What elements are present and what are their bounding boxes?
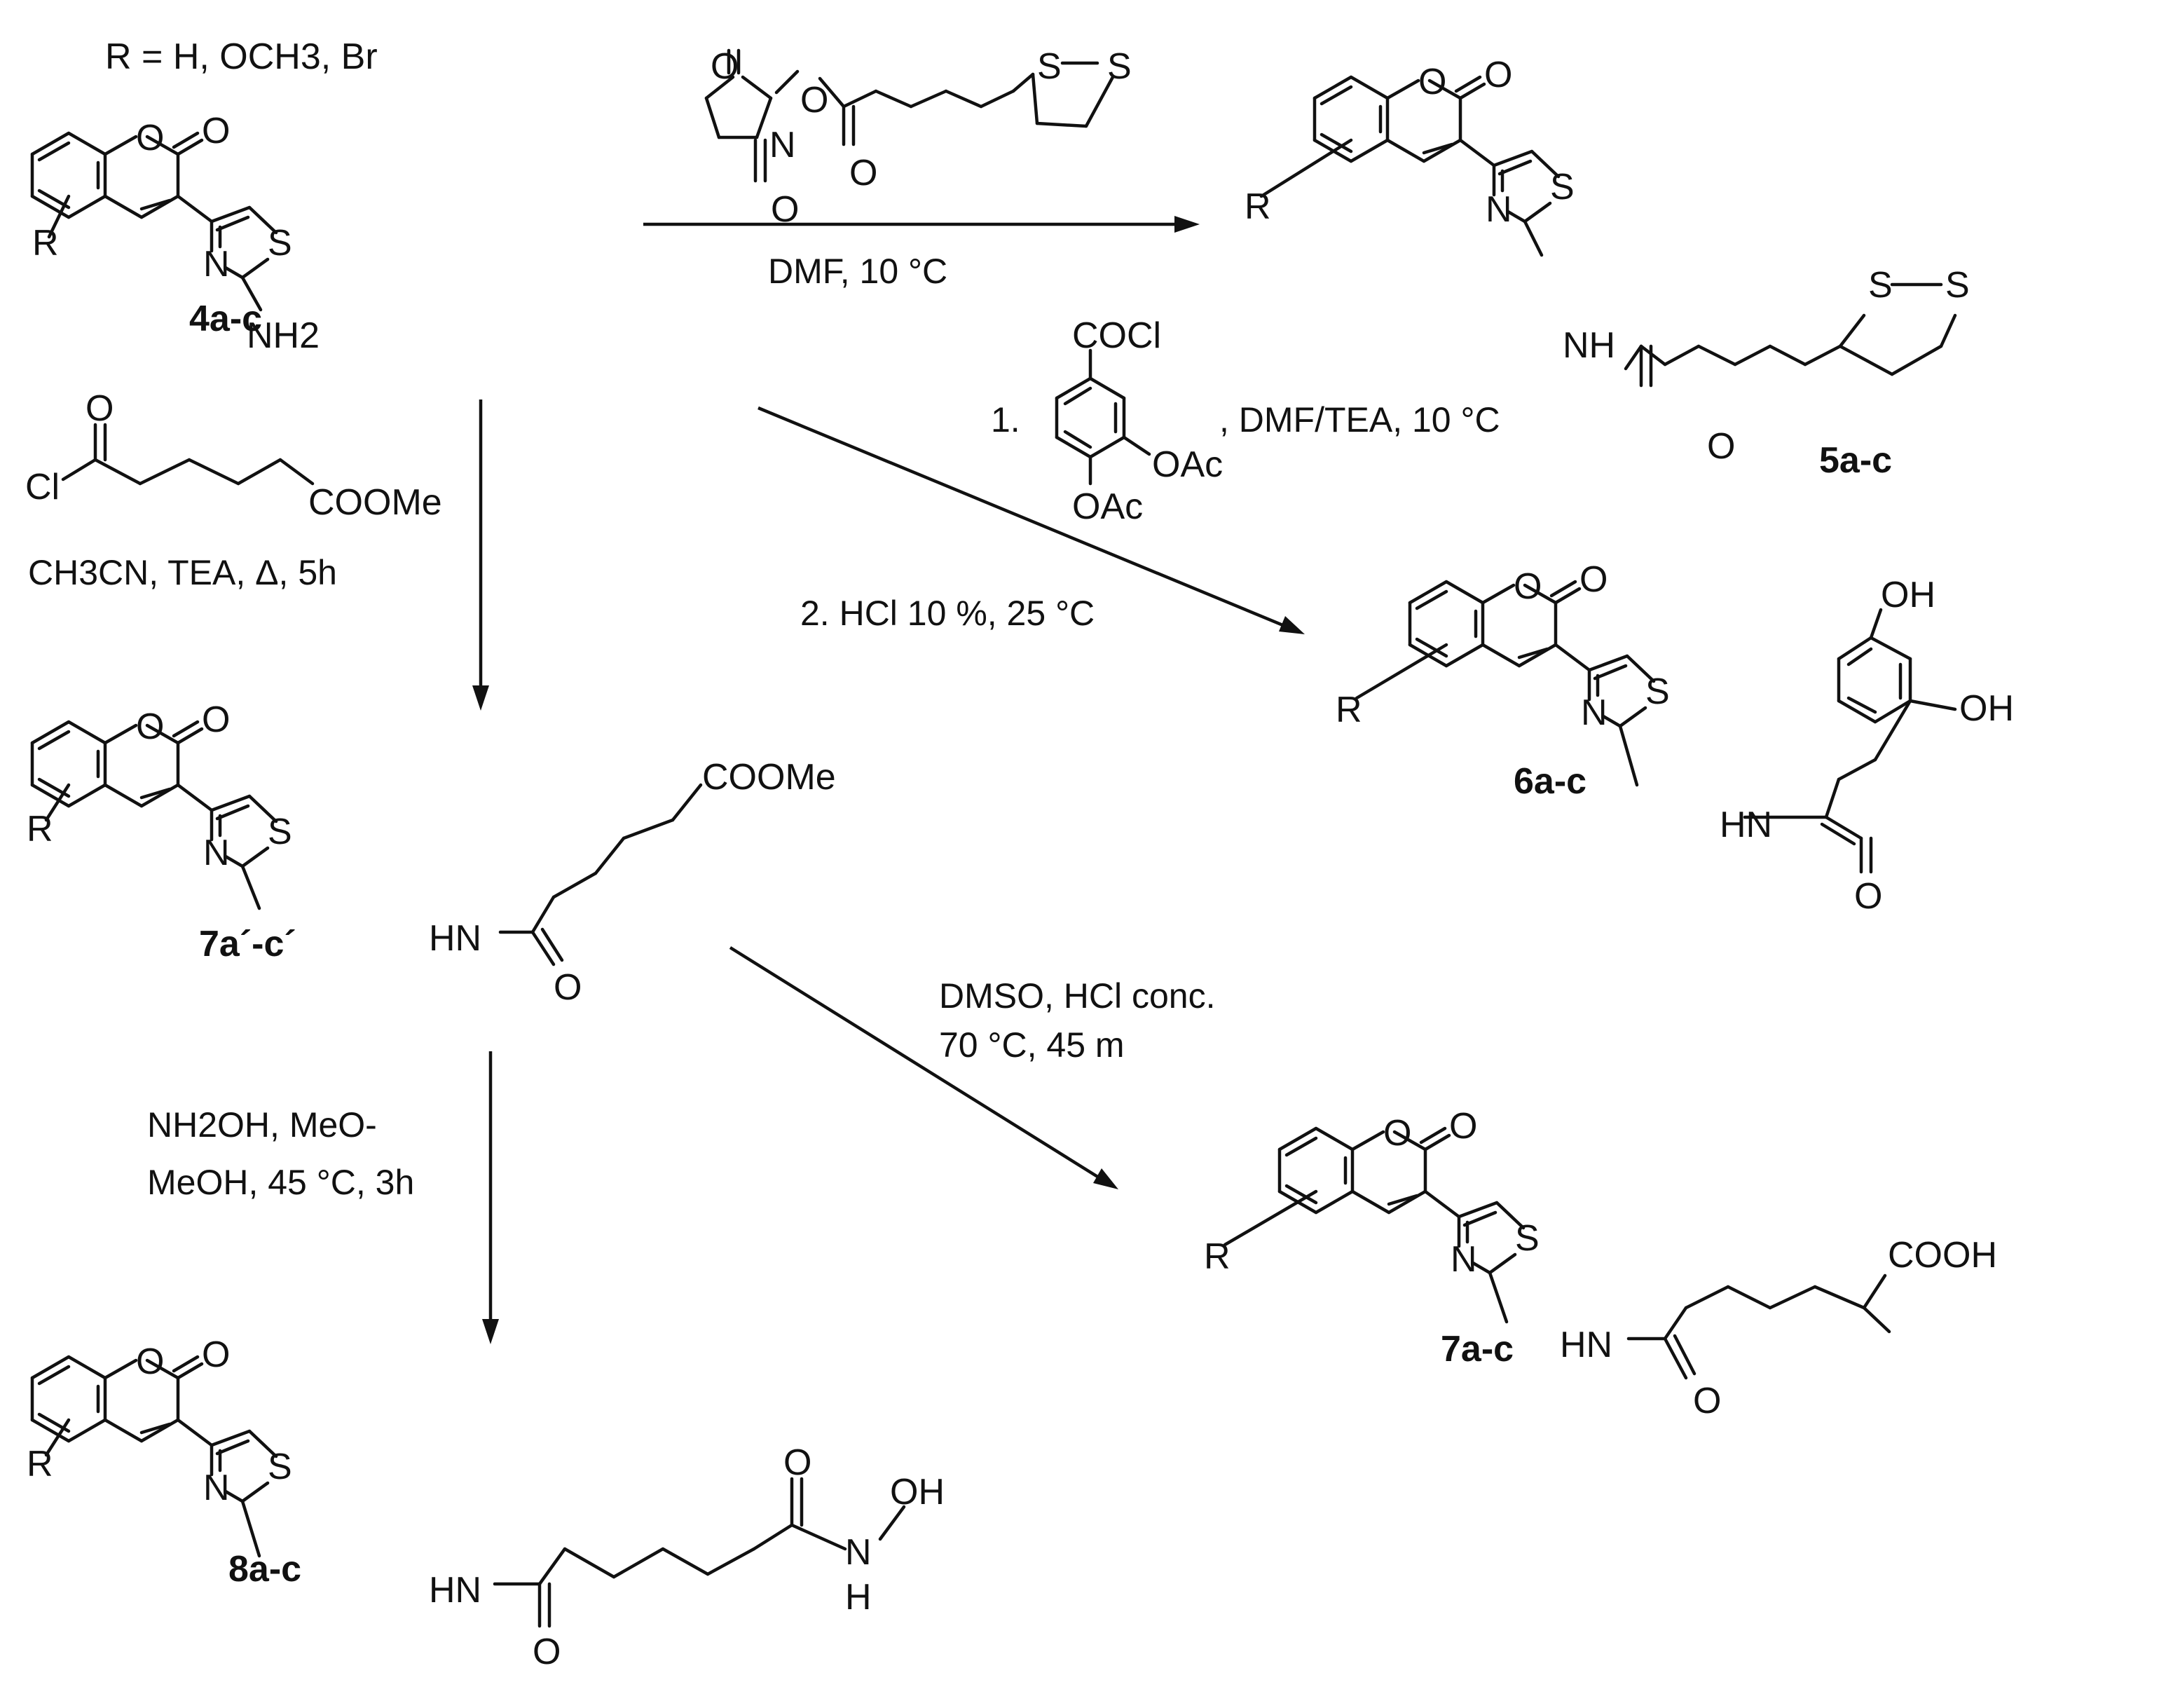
atom-label-n: N (845, 1532, 872, 1573)
atom-label-h: H (845, 1577, 872, 1618)
atom-label-s: S (268, 812, 292, 852)
atom-label-oac: OAc (1072, 486, 1143, 527)
condition-to-7-line1: DMSO, HCl conc. (939, 976, 1216, 1016)
atom-label-o: O (136, 706, 164, 747)
arrow-to-6 (758, 406, 1297, 633)
atom-label-o: O (85, 388, 114, 429)
atom-label-hn: HN (1560, 1325, 1612, 1365)
condition-to-7-line2: 70 °C, 45 m (939, 1025, 1125, 1065)
atom-label-o: O (1484, 55, 1512, 95)
substituents-line: R = H, OCH3, Br (105, 36, 378, 77)
atom-label-oh: OH (890, 1472, 945, 1512)
atom-label-hn: HN (429, 1570, 481, 1611)
atom-label-r: R (1204, 1236, 1231, 1277)
compound-label-6: 6a-c (1514, 761, 1586, 802)
atom-label-r: R (1245, 186, 1271, 227)
arrowhead (1174, 216, 1200, 233)
condition-to-5: DMF, 10 °C (768, 252, 947, 291)
atom-label-n: N (203, 244, 230, 285)
atom-label-o: O (1707, 426, 1735, 467)
atom-label-n: N (203, 833, 230, 873)
atom-label-o: O (554, 967, 582, 1008)
atom-label-o: O (1854, 876, 1882, 917)
atom-label-o: O (136, 118, 164, 158)
atom-label-nh2: NH2 (247, 315, 320, 356)
atom-label-n: N (1581, 692, 1608, 733)
arrowhead (472, 685, 489, 711)
condition-to-7-prime: CH3CN, TEA, Δ, 5h (28, 553, 337, 592)
condition-to-8-line2: MeOH, 45 °C, 3h (147, 1163, 414, 1202)
reagent-methyl-adipoyl-chloride (61, 423, 315, 486)
atom-label-s: S (268, 223, 292, 264)
atom-label-s: S (1037, 46, 1062, 87)
arrowhead (1093, 1168, 1118, 1189)
atom-label-cooh: COOH (1888, 1235, 1997, 1276)
atom-label-n: N (769, 125, 796, 165)
ester-amide-chain (240, 783, 703, 966)
compound-label-7-prime: 7a´-c´ (199, 924, 296, 964)
compound-label-7: 7a-c (1441, 1329, 1514, 1369)
hydroxamic-amide-chain (240, 1477, 906, 1628)
atom-label-hn: HN (1720, 805, 1772, 845)
atom-label-s: S (1107, 46, 1132, 87)
atom-label-oh: OH (1959, 688, 2014, 729)
atom-label-o: O (849, 153, 877, 193)
atom-label-coome: COOMe (308, 482, 442, 523)
atom-label-r: R (1336, 690, 1362, 730)
atom-label-o: O (202, 111, 230, 151)
arrowhead (1279, 616, 1305, 634)
compound-label-8: 8a-c (228, 1549, 301, 1590)
atom-label-r: R (32, 223, 59, 264)
atom-label-o: O (711, 46, 739, 87)
atom-label-s: S (1945, 265, 1970, 306)
condition-to-6-step1: , DMF/TEA, 10 °C (1219, 400, 1500, 439)
condition-to-6-step2: 2. HCl 10 %, 25 °C (800, 594, 1095, 633)
atom-label-o: O (1418, 62, 1446, 102)
atom-label-s: S (268, 1447, 292, 1487)
compound-label-5: 5a-c (1819, 440, 1892, 481)
atom-label-o: O (783, 1442, 811, 1483)
atom-label-oac: OAc (1152, 444, 1223, 485)
reagent-nhs-lipoate (704, 48, 1115, 183)
atom-label-s: S (1645, 671, 1670, 712)
compound-label-4: 4a-c (189, 299, 262, 339)
atom-label-r: R (27, 1444, 53, 1484)
atom-label-o: O (1449, 1106, 1477, 1147)
atom-label-cl: Cl (25, 467, 60, 507)
atom-label-n: N (203, 1468, 230, 1508)
atom-label-o: O (1383, 1113, 1411, 1154)
atom-label-o: O (1693, 1381, 1721, 1421)
arrowhead (482, 1319, 499, 1344)
atom-label-cocl: COCl (1072, 315, 1161, 356)
atom-label-oh: OH (1881, 575, 1935, 615)
atom-label-o: O (202, 1334, 230, 1375)
atom-label-n: N (1486, 189, 1512, 230)
atom-label-n: N (1451, 1239, 1477, 1280)
dihydroxybenzamide (1618, 608, 1957, 874)
atom-label-hn: HN (429, 918, 481, 959)
atom-label-o: O (1514, 566, 1542, 607)
atom-label-o: O (1579, 559, 1608, 600)
reagent-diacetoxybenzoyl-chloride (1055, 348, 1151, 486)
acid-amide-chain (1488, 1271, 1891, 1380)
atom-label-o: O (533, 1632, 561, 1672)
condition-to-6-step1-number: 1. (991, 400, 1020, 439)
atom-label-s: S (1868, 265, 1893, 306)
atom-label-s: S (1515, 1218, 1540, 1259)
atom-label-coome: COOMe (702, 757, 836, 798)
atom-label-s: S (1550, 167, 1575, 207)
atom-label-o: O (202, 699, 230, 740)
atom-label-nh: NH (1563, 325, 1615, 366)
atom-label-r: R (27, 809, 53, 849)
lipoyl-amide-chain (1523, 219, 1957, 388)
atom-label-o: O (800, 80, 828, 121)
atom-label-o: O (136, 1341, 164, 1382)
arrow-to-7 (729, 946, 1111, 1186)
condition-to-8-line1: NH2OH, MeO- (147, 1105, 377, 1145)
